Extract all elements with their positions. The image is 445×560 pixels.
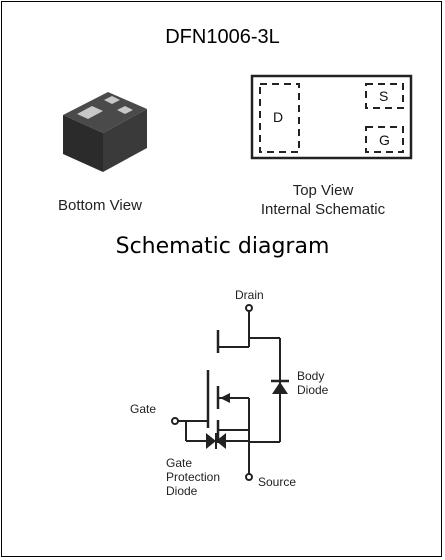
gate-protection-label-1: Gate (166, 456, 192, 470)
body-diode-label-2: Diode (297, 383, 329, 397)
body-arrow (220, 393, 230, 403)
package-left-face (63, 115, 103, 172)
mosfet-schematic (171, 304, 289, 481)
drain-label: Drain (235, 288, 264, 302)
source-terminal (245, 473, 253, 481)
zener-1 (206, 433, 216, 449)
pad-small-2 (117, 106, 133, 114)
pad-d-outline (259, 83, 300, 153)
gate-terminal (171, 417, 179, 425)
schematic-title: Schematic diagram (115, 234, 330, 259)
package-top-face (63, 92, 147, 133)
zener-2 (216, 433, 226, 449)
top-view-outline (250, 74, 413, 160)
pin-d-label: D (273, 109, 283, 125)
pin-s-label: S (379, 88, 388, 104)
body-diode-label-1: Body (297, 369, 324, 383)
pad-small-1 (104, 96, 120, 104)
pad-g-outline (365, 126, 404, 153)
pad-s-outline (365, 83, 404, 109)
package-title: DFN1006-3L (165, 26, 280, 48)
internal-schematic-label: Internal Schematic (260, 201, 386, 218)
pad-large (77, 106, 103, 119)
body-diode-triangle (272, 382, 288, 394)
bottom-view-label: Bottom View (58, 197, 142, 214)
package-bottom-view-graphic (63, 92, 147, 172)
gate-protection-label-2: Protection (166, 470, 220, 484)
top-view-label: Top View (292, 182, 354, 199)
package-right-face (103, 109, 147, 172)
pin-g-label: G (379, 132, 390, 148)
gate-protection-label-3: Diode (166, 484, 198, 498)
gate-label: Gate (130, 402, 156, 416)
top-view-graphic: D S G (250, 74, 413, 160)
drain-terminal (245, 304, 253, 312)
source-label: Source (258, 475, 296, 489)
